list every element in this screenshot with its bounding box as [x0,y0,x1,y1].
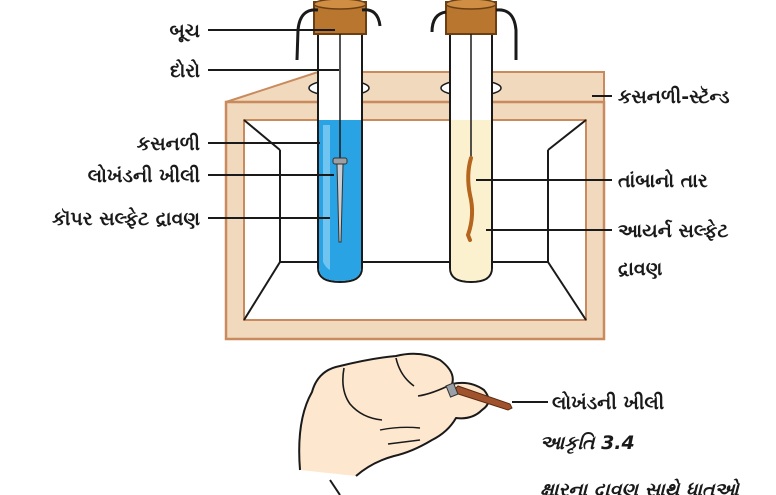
label-iron-sulphate-solution: આયર્ન સલ્ફેટ [618,219,728,242]
label-test-tube-stand: કસનળી-સ્ટૅન્ડ [618,85,730,108]
label-iron-nail-in-tube: લોખંડની ખીલી [88,164,201,187]
label-stopper: બૂચ [170,20,200,42]
test-tube-stand [226,72,604,339]
caption-partial-text: ક્ષારના દ્રાવણ સાથે ધાતુઓ [540,478,740,495]
figure-number: આકૃતિ 3.4 [540,431,635,454]
label-iron-nail-in-hand: લોખંડની ખીલી [552,391,665,414]
label-copper-wire: તાંબાનો તાર [618,169,708,192]
label-thread: દોરો [170,59,200,82]
label-iron-sulphate-solution-line2: દ્રાવણ [618,258,663,280]
hand-holding-nail [299,354,512,495]
label-copper-sulphate-solution: કૉપર સલ્ફેટ દ્રાવણ [52,207,200,230]
label-test-tube: કસનળી [137,133,201,155]
